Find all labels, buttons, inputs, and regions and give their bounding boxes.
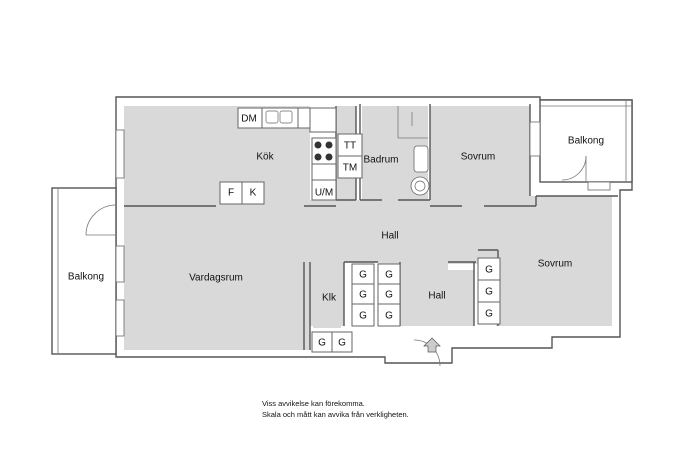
room-label-badrum: Badrum [363, 155, 398, 166]
room-label-hall-main: Hall [381, 231, 398, 242]
room-label-balkong-right: Balkong [568, 136, 604, 147]
closet-label: G [359, 290, 367, 301]
bathroom-fixtures [397, 106, 430, 196]
room-label-balkong-left: Balkong [68, 272, 104, 283]
windows [115, 121, 611, 337]
label-k: K [250, 188, 257, 199]
closet-label: G [359, 311, 367, 322]
room-label-sovrum-2: Sovrum [538, 259, 572, 270]
closet-label: G [485, 265, 493, 276]
label-tm: TM [343, 163, 357, 174]
closet-label: G [485, 287, 493, 298]
closet-label: G [485, 309, 493, 320]
label-f: F [228, 188, 234, 199]
closet-label: G [385, 311, 393, 322]
disclaimer-line-2: Skala och mått kan avvika från verklighe… [262, 410, 409, 419]
closet-label: G [385, 290, 393, 301]
closet-label: G [338, 338, 346, 349]
kitchen-fixtures [219, 107, 363, 205]
closets [311, 257, 501, 353]
closet-label: G [359, 270, 367, 281]
label-dm: DM [241, 114, 257, 125]
room-fills [124, 106, 612, 350]
closet-label: G [318, 338, 326, 349]
label-um: U/M [315, 188, 333, 199]
room-label-klk: Klk [322, 293, 337, 304]
label-tt: TT [344, 141, 356, 152]
closet-label: G [385, 270, 393, 281]
room-label-vardagsrum: Vardagsrum [189, 273, 243, 284]
room-label-sovrum-1: Sovrum [461, 152, 495, 163]
room-label-hall-entry: Hall [428, 291, 445, 302]
balcony-right [539, 99, 633, 183]
entry-door [413, 337, 441, 367]
room-label-kok: Kök [256, 152, 274, 163]
disclaimer-line-1: Viss avvikelse kan förekomma. [262, 399, 365, 408]
